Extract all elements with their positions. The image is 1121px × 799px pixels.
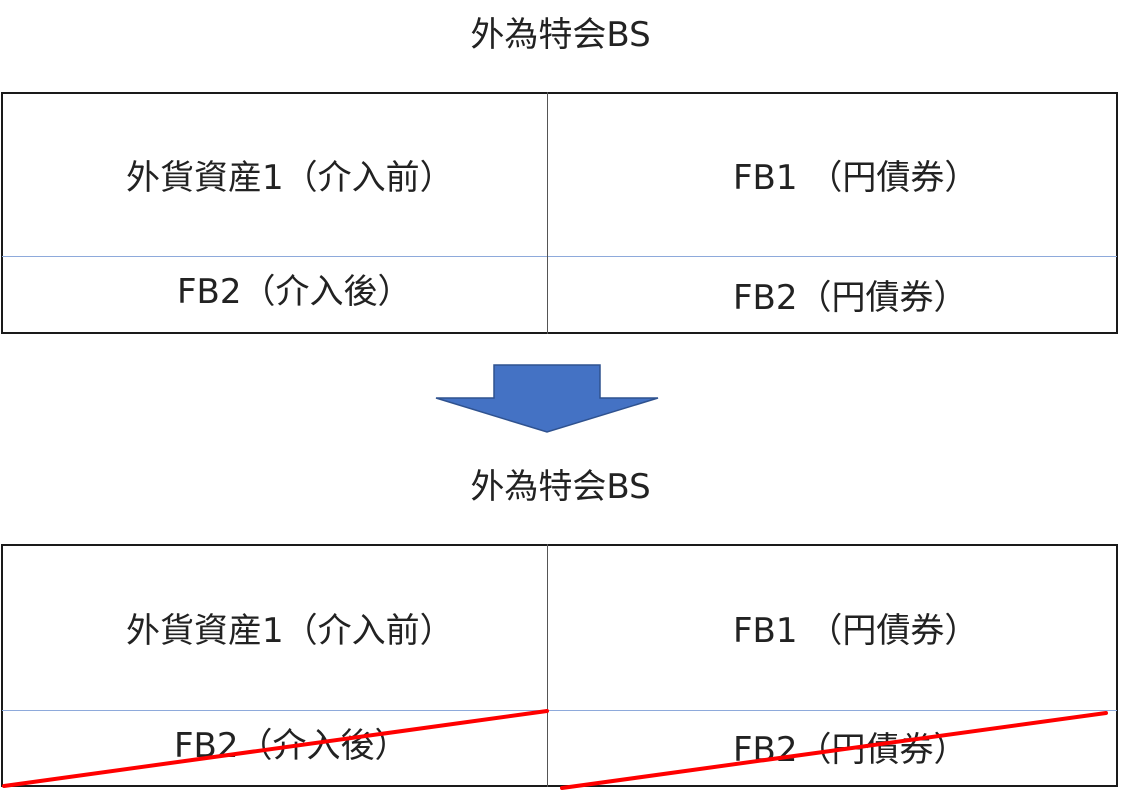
bottom-balance-sheet (1, 544, 1118, 787)
bottom-asset-forex: 外貨資産1（介入前） (126, 611, 454, 651)
top-left-row-divider (2, 256, 547, 257)
top-asset-forex: 外貨資産1（介入前） (126, 158, 454, 198)
bottom-asset-fb2: FB2（介入後） (174, 726, 409, 766)
top-asset-fb2: FB2（介入後） (177, 272, 412, 312)
top-liability-fb2: FB2（円債券） (733, 278, 968, 318)
top-balance-sheet (1, 92, 1118, 334)
bottom-right-row-divider (548, 710, 1117, 711)
top-liability-fb1: FB1 （円債券） (733, 158, 979, 198)
bottom-left-row-divider (2, 710, 547, 711)
top-center-divider (547, 92, 548, 334)
top-right-row-divider (548, 256, 1117, 257)
top-bs-title: 外為特会BS (470, 15, 651, 55)
bottom-liability-fb1: FB1 （円債券） (733, 611, 979, 651)
bottom-center-divider (547, 544, 548, 787)
down-arrow-icon (435, 364, 659, 433)
bottom-liability-fb2: FB2（円債券） (733, 730, 968, 770)
bottom-bs-title: 外為特会BS (470, 467, 651, 507)
